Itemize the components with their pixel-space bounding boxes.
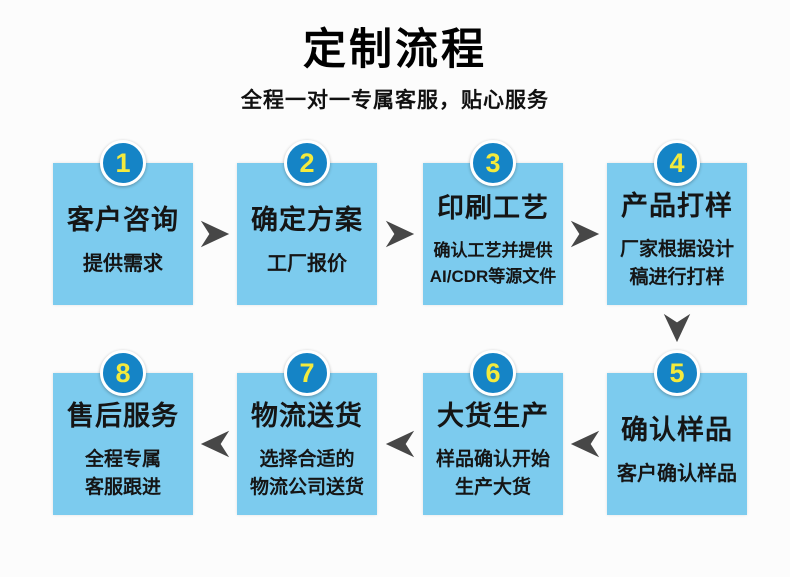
step-number-badge: 1: [100, 140, 146, 186]
step-number: 2: [299, 147, 315, 178]
step-box-4: 4 产品打样 厂家根据设计 稿进行打样: [607, 140, 747, 305]
step-desc-line: 物流公司送货: [249, 477, 364, 498]
step-number: 6: [485, 357, 501, 388]
step-number-badge: 7: [284, 350, 330, 396]
step-desc: 工厂报价: [267, 250, 347, 278]
step-box-2: 2 确定方案 工厂报价: [237, 140, 377, 305]
step-number: 7: [299, 357, 315, 388]
step-title: 确认样品: [621, 415, 733, 445]
step-number: 8: [115, 357, 131, 388]
step-number-badge: 8: [100, 350, 146, 396]
step-box-7: 7 物流送货 选择合适的 物流公司送货: [237, 350, 377, 515]
step-title: 物流送货: [251, 400, 363, 431]
step-number-badge: 2: [284, 140, 330, 186]
step-desc: 选择合适的 物流公司送货: [250, 446, 364, 503]
step-number-badge: 3: [470, 140, 516, 186]
step-desc-line: AI/CDR等源文件: [429, 267, 557, 286]
step-title: 售后服务: [67, 400, 179, 431]
step-title: 大货生产: [437, 400, 549, 431]
step-desc-line: 提供需求: [83, 253, 163, 275]
step-box-3: 3 印刷工艺 确认工艺并提供 AI/CDR等源文件: [423, 140, 563, 305]
step-desc-line: 工厂报价: [267, 253, 347, 275]
step-desc-line: 厂家根据设计: [619, 238, 734, 260]
arrow-right-icon: [198, 217, 232, 251]
step-box-6: 6 大货生产 样品确认开始 生产大货: [423, 350, 563, 515]
arrow-right-icon: [568, 217, 602, 251]
step-title: 印刷工艺: [437, 192, 549, 223]
step-box-5: 5 确认样品 客户确认样品: [607, 350, 747, 515]
step-desc: 全程专属 客服跟进: [85, 446, 161, 503]
step-desc: 提供需求: [83, 250, 163, 278]
step-desc: 厂家根据设计 稿进行打样: [620, 236, 734, 293]
step-title: 客户咨询: [67, 205, 179, 235]
step-desc-line: 客户确认样品: [617, 463, 737, 485]
step-number-badge: 6: [470, 350, 516, 396]
arrow-left-icon: [568, 427, 602, 461]
step-number: 3: [485, 147, 501, 178]
step-desc-line: 生产大货: [454, 477, 531, 498]
step-desc-line: 客服跟进: [84, 477, 161, 498]
step-number: 5: [669, 357, 685, 388]
step-box-8: 8 售后服务 全程专属 客服跟进: [53, 350, 193, 515]
step-number-badge: 4: [654, 140, 700, 186]
step-desc: 确认工艺并提供 AI/CDR等源文件: [430, 238, 557, 291]
arrow-down-icon: [660, 311, 694, 345]
step-desc-line: 样品确认开始: [435, 448, 550, 470]
step-number: 1: [115, 147, 131, 178]
step-desc: 样品确认开始 生产大货: [436, 446, 550, 503]
page-subtitle: 全程一对一专属客服，贴心服务: [241, 89, 549, 113]
step-desc-line: 全程专属: [84, 448, 161, 470]
header: 定制流程 全程一对一专属客服，贴心服务: [0, 26, 790, 114]
step-number-badge: 5: [654, 350, 700, 396]
step-title: 确定方案: [251, 205, 363, 235]
step-box-1: 1 客户咨询 提供需求: [53, 140, 193, 305]
arrow-left-icon: [198, 427, 232, 461]
step-desc: 客户确认样品: [617, 460, 737, 488]
step-number: 4: [669, 147, 685, 178]
page-title: 定制流程: [303, 26, 487, 74]
arrow-left-icon: [383, 427, 417, 461]
step-desc-line: 确认工艺并提供: [433, 240, 553, 260]
step-title: 产品打样: [621, 190, 733, 221]
arrow-right-icon: [383, 217, 417, 251]
step-desc-line: 稿进行打样: [629, 267, 725, 288]
step-desc-line: 选择合适的: [259, 448, 355, 470]
